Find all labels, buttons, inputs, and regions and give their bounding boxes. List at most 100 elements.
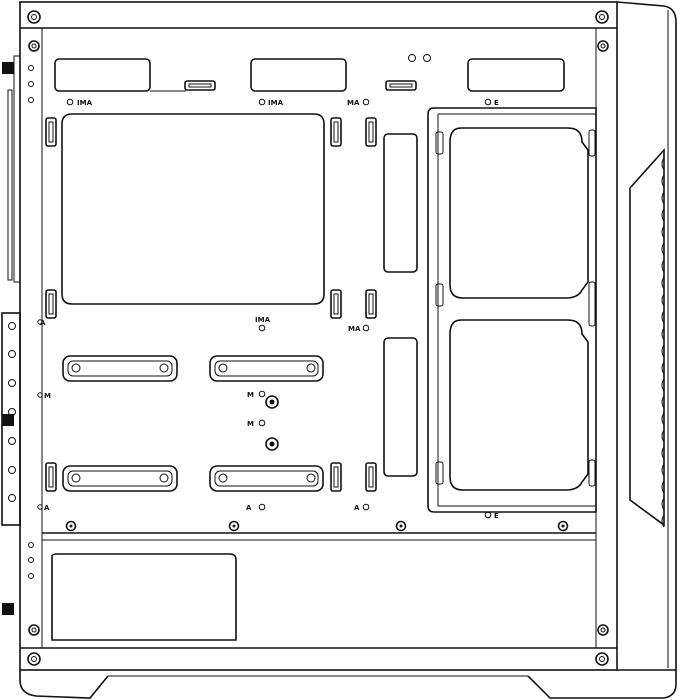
top-hole	[408, 54, 416, 62]
top-cable-cutout-left	[54, 58, 151, 92]
top-clip-right	[385, 80, 417, 91]
screw-icon	[27, 10, 41, 24]
bracket-slot	[588, 281, 596, 327]
screw-icon	[65, 520, 77, 532]
bracket-slot	[435, 283, 444, 307]
rear-slot-cover	[7, 89, 13, 281]
right-foot	[527, 670, 677, 699]
cable-slot	[365, 289, 377, 319]
mesh-rib	[661, 446, 665, 460]
rear-slot-strip	[13, 55, 21, 283]
cpu-cooler-cutout	[61, 113, 325, 305]
rear-hole	[28, 97, 34, 103]
top-cable-cutout-middle	[250, 58, 347, 92]
label-a: A	[246, 504, 252, 512]
front-fan-bracket	[427, 107, 597, 513]
vertical-slots	[45, 117, 377, 492]
standoff-screws	[265, 395, 279, 451]
case-feet	[19, 670, 677, 699]
rear-panel	[1, 55, 34, 615]
mesh-rib	[661, 412, 665, 426]
mount-hole	[484, 511, 492, 519]
bracket-screw	[8, 408, 16, 416]
screw-icon	[28, 40, 40, 52]
rear-hole	[28, 557, 34, 563]
cable-slot	[330, 462, 342, 492]
label-m: M	[247, 420, 254, 428]
screw-icon	[557, 520, 569, 532]
mesh-rib	[661, 293, 665, 307]
mesh-rib	[661, 174, 665, 188]
cable-slot	[365, 117, 377, 147]
label-ma: MA	[347, 99, 360, 107]
screw-icon	[27, 652, 41, 666]
mesh-rib	[661, 361, 665, 375]
mesh-rib	[661, 276, 665, 290]
cable-slot	[45, 289, 57, 319]
mesh-rib	[661, 259, 665, 273]
mount-hole	[66, 98, 74, 106]
bracket-slot	[588, 129, 596, 157]
mesh-rib	[661, 395, 665, 409]
main-frame	[19, 1, 618, 671]
mesh-rib	[661, 463, 665, 477]
rear-clip-bottom	[2, 603, 14, 615]
label-a: A	[44, 504, 50, 512]
label-m: M	[44, 392, 51, 400]
cable-slot	[45, 462, 57, 492]
mesh-rib	[661, 378, 665, 392]
top-cable-cutout-right	[467, 58, 565, 92]
mount-hole	[258, 98, 266, 106]
ssd-sled	[209, 465, 324, 492]
bracket-slot	[435, 461, 444, 485]
standoff-icon	[265, 395, 279, 409]
top-clip-left-slot	[188, 83, 212, 88]
rear-hole	[28, 65, 34, 71]
rear-hole	[28, 542, 34, 548]
mesh-rib	[661, 497, 665, 511]
front-panel	[616, 1, 677, 671]
ssd-sled	[62, 465, 178, 492]
bracket-screw	[8, 437, 16, 445]
mesh-rib	[661, 157, 665, 171]
label-a: A	[354, 504, 360, 512]
label-ima: IMA	[77, 99, 93, 107]
fan-mount-lower	[449, 319, 589, 491]
fan-bracket-frame	[427, 107, 597, 513]
front-intake-panel	[629, 147, 665, 527]
mesh-rib	[661, 310, 665, 324]
screw-icon	[395, 520, 407, 532]
cable-slot	[45, 117, 57, 147]
mesh-rib	[661, 208, 665, 222]
mount-hole	[362, 324, 370, 332]
mount-hole	[258, 503, 266, 511]
label-e: E	[494, 512, 499, 520]
shroud-screws	[65, 520, 569, 532]
rear-hole	[28, 81, 34, 87]
mount-hole	[258, 390, 266, 398]
bracket-screw	[8, 379, 16, 387]
mount-hole	[362, 98, 370, 106]
mounting-holes	[37, 98, 492, 519]
front-mesh-ribs	[661, 157, 665, 528]
fan-bracket-inner	[437, 113, 596, 507]
cable-slot	[365, 462, 377, 492]
drive-sleds	[62, 355, 324, 492]
screw-icon	[597, 40, 609, 52]
cable-slot	[330, 117, 342, 147]
mount-hole	[37, 392, 43, 398]
mount-hole	[362, 503, 370, 511]
bracket-slot	[435, 131, 444, 155]
cable-grommet-upper	[383, 133, 418, 273]
corner-screws	[27, 10, 609, 666]
front-bezel-outline	[616, 1, 677, 671]
label-e: E	[494, 99, 499, 107]
label-ma: MA	[348, 325, 361, 333]
screw-icon	[597, 624, 609, 636]
top-cutouts	[54, 54, 565, 92]
top-hole	[423, 54, 431, 62]
rear-hole	[28, 573, 34, 579]
ssd-sled	[209, 355, 324, 382]
